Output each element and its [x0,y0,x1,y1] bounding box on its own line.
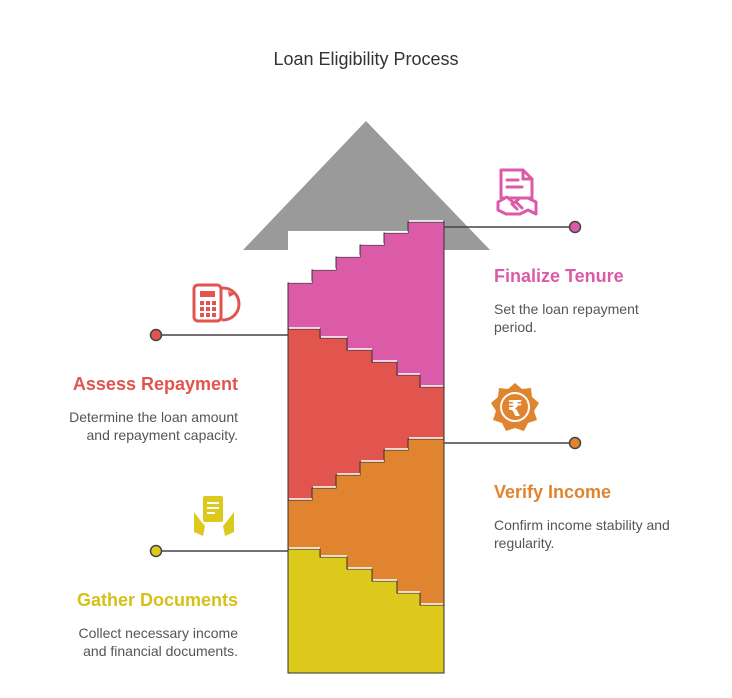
connector-finalize [444,220,582,234]
step-gather-description: Collect necessary income and financial d… [78,625,238,659]
step-finalize-description: Set the loan repayment period. [494,301,639,335]
arrow-head [243,121,490,250]
step-finalize-title: Finalize Tenure [494,266,624,286]
step-assess-title: Assess Repayment [72,374,238,394]
rupee-badge-icon: ₹ [491,383,539,431]
document-handshake-icon [496,168,538,216]
step-assess-description: Determine the loan amount and repayment … [69,409,238,443]
svg-text:₹: ₹ [507,397,522,422]
connector-gather [149,544,288,558]
connector-verify [444,436,582,450]
step-gather-title: Gather Documents [76,590,238,610]
step-verify-description: Confirm income stability and regularity. [494,517,670,551]
calculator-refresh-icon [192,283,241,323]
step-verify-title: Verify Income [494,482,612,502]
diagram-title: Loan Eligibility Process [273,49,459,69]
stair-highlights [289,220,443,605]
connector-assess [149,328,288,342]
document-hands-icon [194,496,234,536]
